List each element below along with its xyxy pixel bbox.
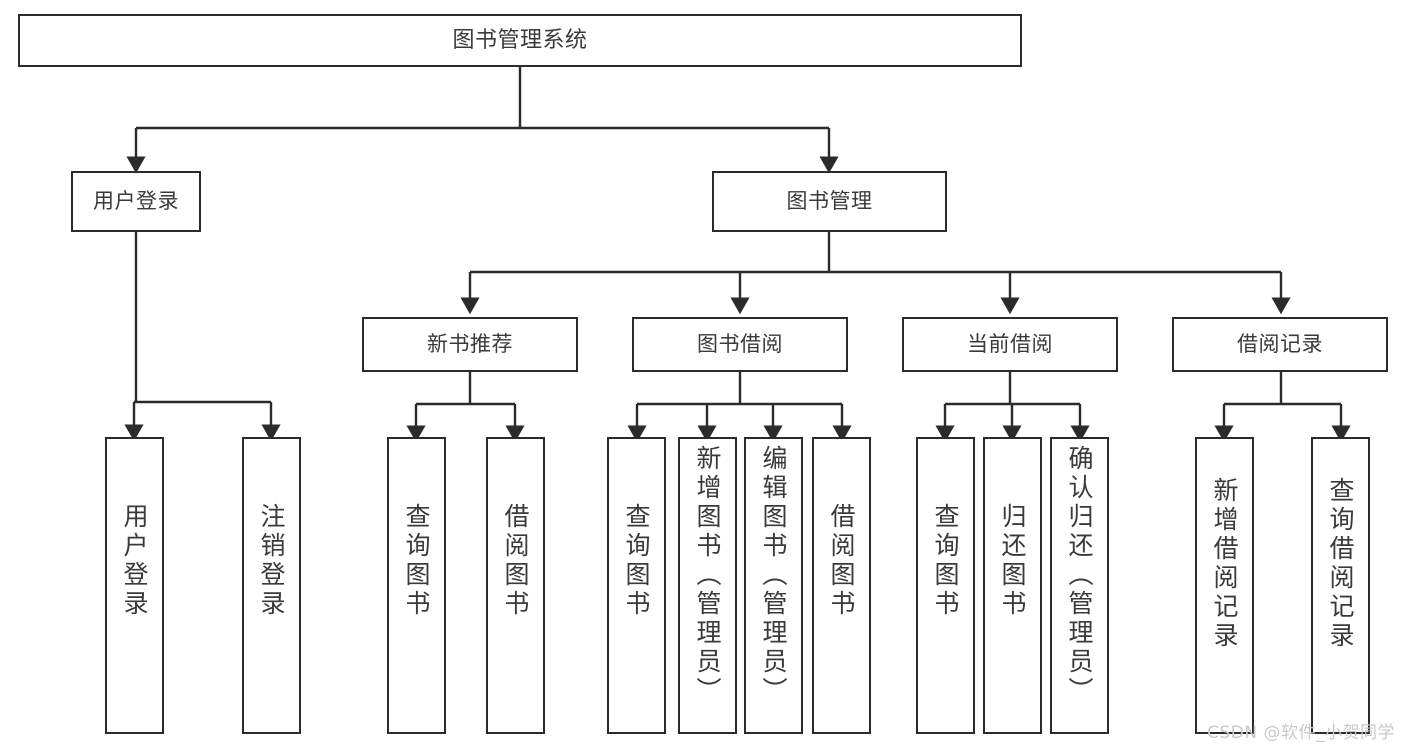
leaf-borrow-book-1[interactable]: 借阅图书 <box>486 437 545 734</box>
leaf-confirm-return-label: 确认归还（管理员） <box>1065 445 1094 706</box>
node-current-borrow-label: 当前借阅 <box>967 332 1053 357</box>
leaf-edit-book[interactable]: 编辑图书（管理员） <box>744 437 803 734</box>
node-borrow-record-label: 借阅记录 <box>1237 332 1323 357</box>
node-book-borrow[interactable]: 图书借阅 <box>632 317 848 372</box>
node-root-label: 图书管理系统 <box>452 27 588 53</box>
leaf-user-login[interactable]: 用户登录 <box>105 437 164 734</box>
watermark-text: CSDN @软件_小贺同学 <box>1207 723 1395 743</box>
node-book-borrow-label: 图书借阅 <box>697 332 783 357</box>
leaf-borrow-book-2[interactable]: 借阅图书 <box>812 437 871 734</box>
leaf-user-logout[interactable]: 注销登录 <box>242 437 301 734</box>
node-current-borrow[interactable]: 当前借阅 <box>902 317 1118 372</box>
leaf-edit-book-label: 编辑图书（管理员） <box>759 445 788 706</box>
leaf-query-book-3-label: 查询图书 <box>931 503 960 619</box>
leaf-add-book[interactable]: 新增图书（管理员） <box>678 437 737 734</box>
leaf-confirm-return[interactable]: 确认归还（管理员） <box>1050 437 1109 734</box>
leaf-query-record[interactable]: 查询借阅记录 <box>1311 437 1370 734</box>
leaf-query-book-2-label: 查询图书 <box>622 503 651 619</box>
leaf-borrow-book-1-label: 借阅图书 <box>501 503 530 619</box>
leaf-query-book-1[interactable]: 查询图书 <box>387 437 446 734</box>
node-user-login-label: 用户登录 <box>93 189 179 214</box>
leaf-add-book-label: 新增图书（管理员） <box>693 445 722 706</box>
leaf-return-book[interactable]: 归还图书 <box>983 437 1042 734</box>
node-new-book-recommend[interactable]: 新书推荐 <box>362 317 578 372</box>
leaf-query-book-1-label: 查询图书 <box>402 503 431 619</box>
node-new-book-recommend-label: 新书推荐 <box>427 332 513 357</box>
node-book-manage-label: 图书管理 <box>786 189 873 214</box>
node-user-login[interactable]: 用户登录 <box>71 171 201 232</box>
leaf-user-logout-label: 注销登录 <box>257 503 286 619</box>
node-book-manage[interactable]: 图书管理 <box>712 171 947 232</box>
leaf-query-book-3[interactable]: 查询图书 <box>916 437 975 734</box>
leaf-borrow-book-2-label: 借阅图书 <box>827 503 856 619</box>
leaf-add-record-label: 新增借阅记录 <box>1210 477 1239 651</box>
leaf-add-record[interactable]: 新增借阅记录 <box>1195 437 1254 734</box>
leaf-query-record-label: 查询借阅记录 <box>1326 477 1355 651</box>
leaf-query-book-2[interactable]: 查询图书 <box>607 437 666 734</box>
leaf-user-login-label: 用户登录 <box>120 503 149 619</box>
leaf-return-book-label: 归还图书 <box>998 503 1027 619</box>
node-root[interactable]: 图书管理系统 <box>18 14 1022 67</box>
node-borrow-record[interactable]: 借阅记录 <box>1172 317 1388 372</box>
